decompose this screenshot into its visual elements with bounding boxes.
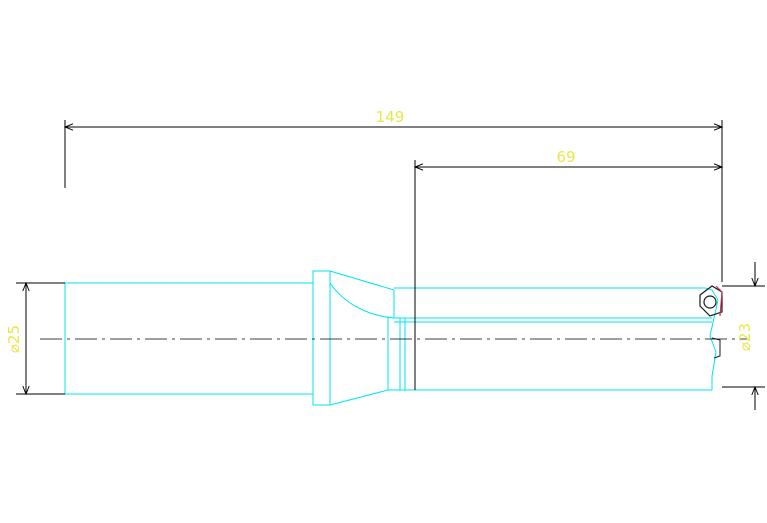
shank [64,282,314,395]
insert-edge [715,285,723,317]
tool-outline [64,270,719,406]
dimension-overall-length [63,120,724,282]
neck-top-curve [329,270,395,319]
label-overall-length: 149 [376,108,405,126]
flange [312,270,331,406]
insert-screw [703,295,717,309]
dimension-shank-diameter [16,281,65,396]
neck-lower [329,290,395,406]
dimension-flute-length [413,160,724,390]
label-shank-diameter: ⌀25 [5,325,23,353]
label-cutting-diameter: ⌀23 [736,323,754,351]
dimension-cutting-diameter [722,262,765,410]
label-flute-length: 69 [556,148,575,166]
flute-body [388,287,712,391]
insert-body [699,285,723,317]
tip-profile [704,287,719,390]
